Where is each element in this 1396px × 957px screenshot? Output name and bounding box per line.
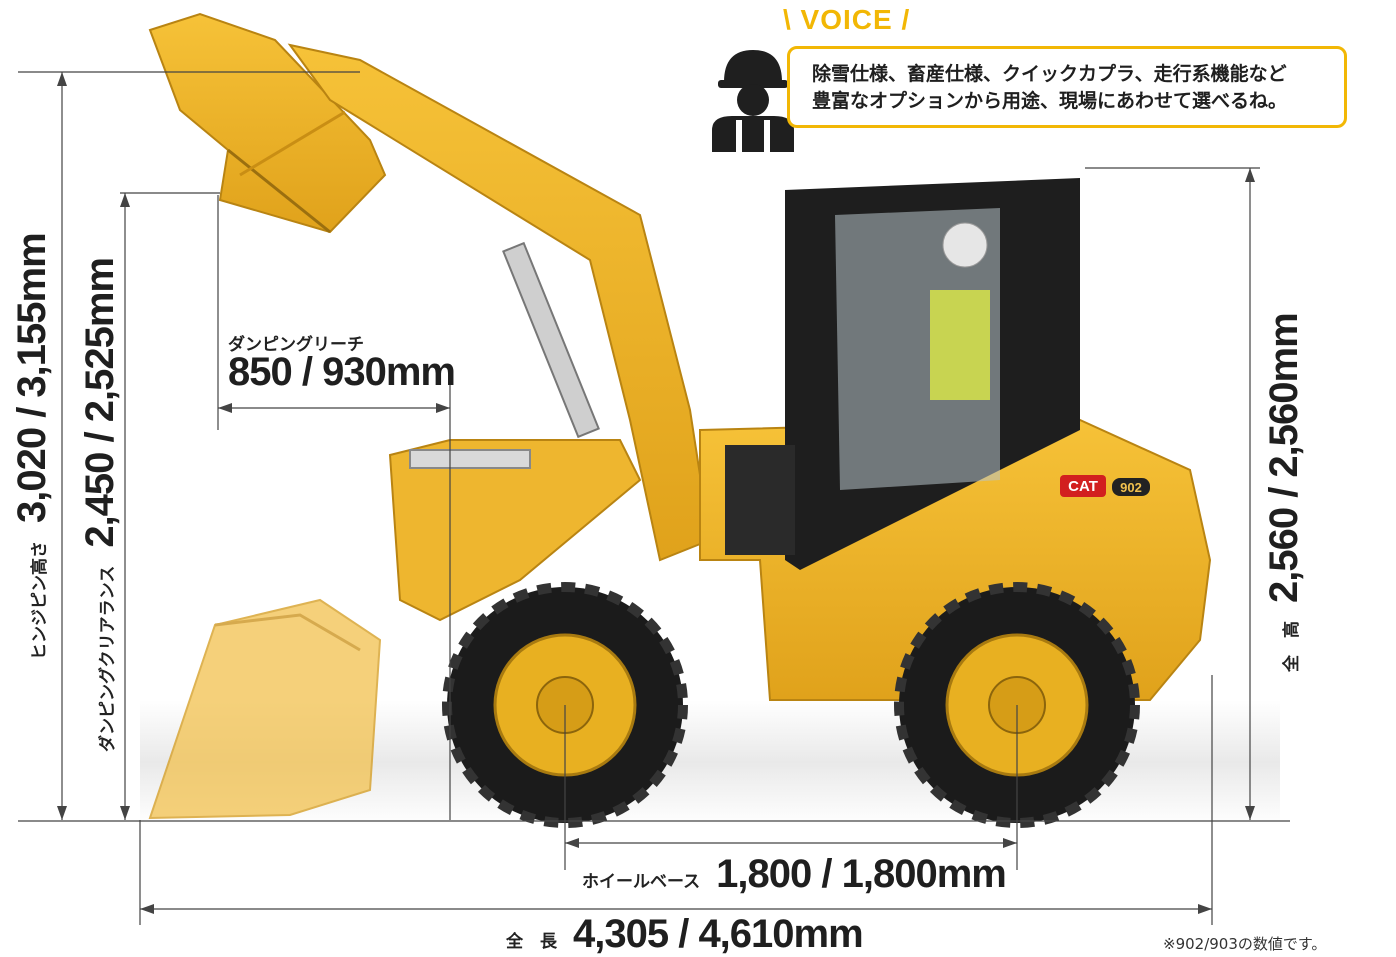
voice-speech-bubble: 除雪仕様、畜産仕様、クイックカプラ、走行系機能など 豊富なオプションから用途、現… (787, 46, 1347, 128)
cat-logo-text: CAT (1068, 478, 1098, 495)
overall-length-value: 4,305 / 4,610mm (573, 912, 864, 956)
raised-bucket (148, 12, 387, 234)
overall-height-value: 2,560 / 2,560mm (1262, 313, 1306, 603)
lift-arm (287, 43, 712, 622)
dumping-clearance-dimension: ダンピングクリアランス 2,450 / 2,525mm (78, 258, 123, 752)
overall-length-dimension: 全 長 4,305 / 4,610mm (506, 912, 864, 957)
dimension-lines (18, 71, 1290, 925)
overall-length-label: 全 長 (506, 932, 557, 952)
hinge-pin-height-label: ヒンジピン高さ (30, 541, 50, 660)
hinge-pin-height-value: 3,020 / 3,155mm (10, 233, 54, 523)
dumping-reach-value: 850 / 930mm (228, 350, 456, 394)
footnote: ※902/903の数値です。 (1163, 935, 1327, 953)
dumping-clearance-label: ダンピングクリアランス (98, 565, 118, 752)
model-badge-text: 902 (1120, 480, 1142, 495)
overall-height-label: 全 高 (1282, 621, 1302, 672)
dimension-arrowheads (57, 72, 1255, 914)
voice-line-1: 除雪仕様、畜産仕様、クイックカプラ、走行系機能など (812, 63, 1287, 85)
worker-helmet-icon (712, 50, 794, 152)
dumping-reach-label: ダンピングリーチ (228, 335, 364, 355)
voice-title: \ VOICE / (783, 4, 911, 35)
lowered-bucket (148, 598, 382, 820)
dumping-clearance-value: 2,450 / 2,525mm (78, 258, 122, 548)
hinge-pin-height-dimension: ヒンジピン高さ 3,020 / 3,155mm (10, 233, 55, 660)
wheelbase-dimension: ホイールベース 1,800 / 1,800mm (582, 852, 1007, 897)
wheelbase-label: ホイールベース (582, 872, 701, 892)
overall-height-dimension: 全 高 2,560 / 2,560mm (1262, 313, 1307, 672)
wheelbase-value: 1,800 / 1,800mm (716, 852, 1007, 896)
voice-line-2: 豊富なオプションから用途、現場にあわせて選べるね。 (812, 90, 1288, 112)
